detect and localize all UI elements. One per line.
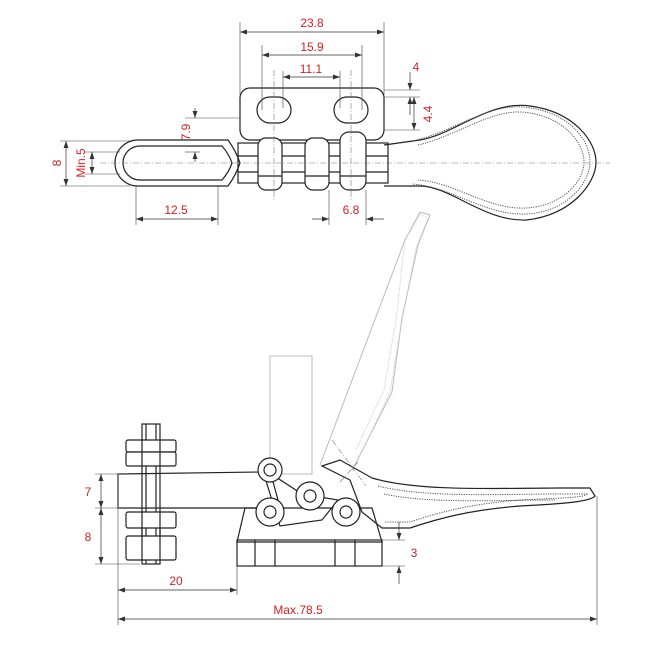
nut-bottom-upper bbox=[125, 511, 177, 529]
dim-slot-length: 4.4 bbox=[421, 105, 435, 122]
handle-grip bbox=[411, 106, 591, 215]
dim-overall-width: 23.8 bbox=[300, 16, 324, 30]
dim-max-length: Max.78.5 bbox=[273, 603, 323, 617]
spindle-loop-inner bbox=[122, 145, 233, 181]
ghost-handle bbox=[319, 211, 431, 471]
dim-pivot-spacing: 6.8 bbox=[343, 203, 360, 217]
side-handle bbox=[320, 459, 596, 529]
nut-bottom-lower bbox=[125, 535, 177, 561]
dim-spindle-width: 8 bbox=[50, 159, 64, 166]
pivot-circle-middle bbox=[295, 481, 325, 511]
handle-outline bbox=[383, 104, 597, 221]
top-base-plate bbox=[239, 87, 385, 141]
pivot-right bbox=[339, 131, 367, 191]
dim-arm-height: 7 bbox=[85, 485, 92, 499]
pivot-middle bbox=[304, 137, 330, 191]
top-view: 23.8 15.9 11.1 4 4.4 8 Min.5 7.9 12.5 6.… bbox=[50, 16, 610, 225]
dim-min-slot: Min.5 bbox=[74, 148, 88, 178]
dim-base-height: 8 bbox=[85, 530, 92, 544]
pivot-circle-right bbox=[331, 497, 361, 527]
dim-outer-slot-spacing: 15.9 bbox=[300, 40, 324, 54]
pivot-circle-left bbox=[255, 497, 285, 527]
dim-spindle-height: 7.9 bbox=[179, 123, 193, 140]
dim-spindle-offset: 20 bbox=[169, 574, 183, 588]
nut-top-lower bbox=[125, 451, 177, 467]
side-handle-grip bbox=[377, 485, 590, 523]
pivot-left bbox=[257, 137, 283, 191]
spindle-bolt bbox=[141, 423, 161, 565]
side-view: 7 8 3 20 Max.78.5 bbox=[85, 211, 598, 625]
dim-spindle-reach: 12.5 bbox=[164, 203, 188, 217]
side-base bbox=[236, 507, 383, 543]
ghost-spindle-arm bbox=[269, 355, 313, 475]
dim-inner-slot-spacing: 11.1 bbox=[300, 62, 323, 76]
pivot-circle-top bbox=[257, 457, 283, 483]
nut-top-upper bbox=[125, 439, 177, 453]
dim-slot-offset: 4 bbox=[413, 60, 420, 74]
dim-base-thickness: 3 bbox=[411, 546, 418, 560]
side-base-plate bbox=[236, 539, 383, 567]
